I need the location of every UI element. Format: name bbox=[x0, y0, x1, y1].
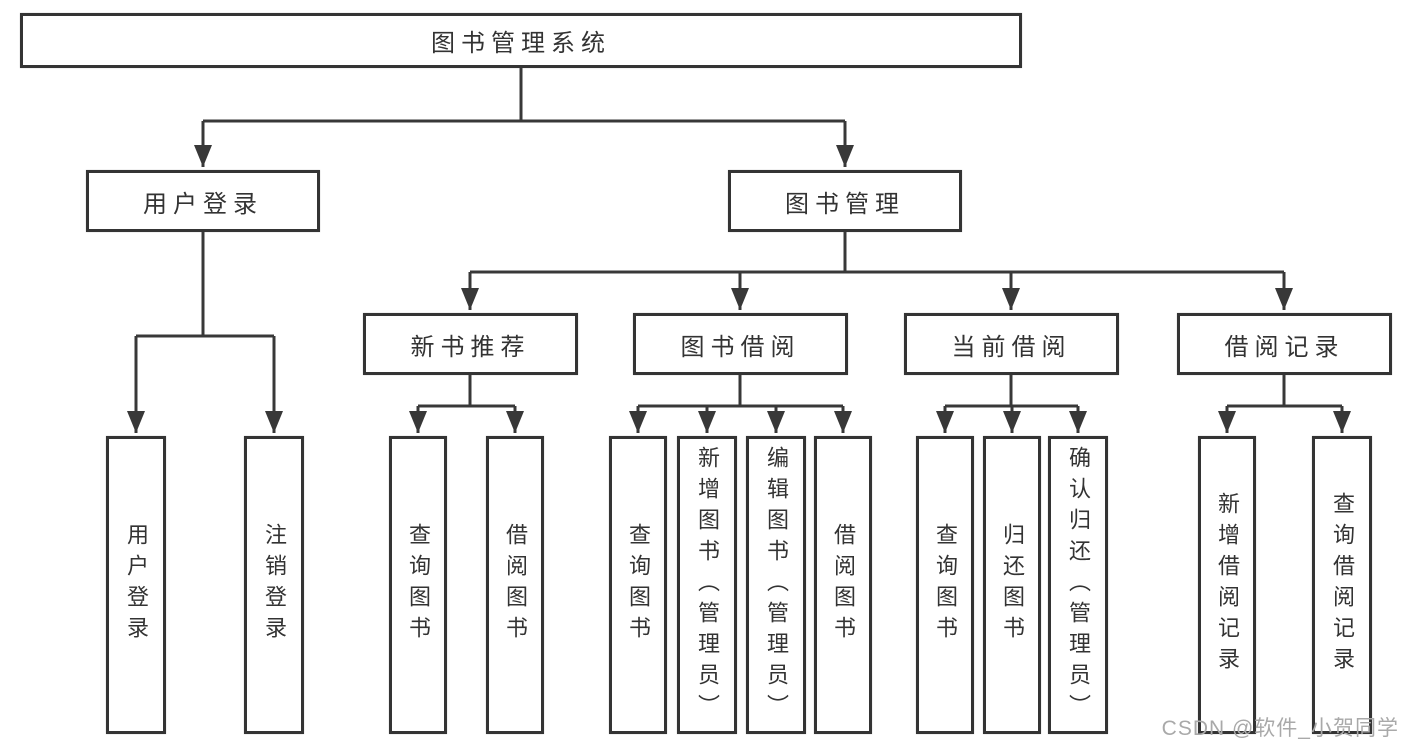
node-label: 编辑图书（管理员） bbox=[764, 445, 789, 725]
node-book-borrowing: 图书借阅 bbox=[633, 313, 848, 375]
node-label: 图书管理 bbox=[785, 190, 905, 218]
node-label: 借阅图书 bbox=[831, 523, 856, 647]
node-label: 新增图书（管理员） bbox=[695, 445, 720, 725]
node-leaf-query-books-borrow: 查询图书 bbox=[609, 436, 667, 734]
node-user-login: 用户登录 bbox=[86, 170, 320, 232]
node-leaf-logout: 注销登录 bbox=[244, 436, 304, 734]
node-label: 借阅图书 bbox=[503, 523, 528, 647]
node-label: 借阅记录 bbox=[1224, 333, 1345, 361]
node-leaf-query-borrow-record: 查询借阅记录 bbox=[1312, 436, 1372, 734]
node-label: 图书借阅 bbox=[680, 333, 801, 361]
node-label: 查询借阅记录 bbox=[1330, 492, 1355, 678]
node-label: 查询图书 bbox=[626, 523, 651, 647]
node-leaf-confirm-return-admin: 确认归还（管理员） bbox=[1048, 436, 1108, 734]
node-label: 确认归还（管理员） bbox=[1066, 445, 1091, 725]
node-leaf-query-books-recommend: 查询图书 bbox=[389, 436, 447, 734]
node-leaf-query-books-current: 查询图书 bbox=[916, 436, 974, 734]
node-new-book-recommendation: 新书推荐 bbox=[363, 313, 578, 375]
node-label: 新增借阅记录 bbox=[1215, 492, 1240, 678]
node-label: 用户登录 bbox=[143, 190, 263, 218]
node-leaf-add-borrow-record: 新增借阅记录 bbox=[1198, 436, 1256, 734]
node-label: 新书推荐 bbox=[410, 333, 531, 361]
node-leaf-user-login: 用户登录 bbox=[106, 436, 166, 734]
node-label: 图书管理系统 bbox=[431, 30, 611, 57]
node-label: 归还图书 bbox=[1000, 523, 1025, 647]
node-current-borrowing: 当前借阅 bbox=[904, 313, 1119, 375]
csdn-watermark: CSDN @软件_小贺同学 bbox=[1161, 717, 1399, 740]
node-leaf-return-book: 归还图书 bbox=[983, 436, 1041, 734]
node-leaf-add-book-admin: 新增图书（管理员） bbox=[677, 436, 737, 734]
node-label: 用户登录 bbox=[124, 523, 149, 647]
node-library-system: 图书管理系统 bbox=[20, 13, 1022, 68]
node-borrowing-records: 借阅记录 bbox=[1177, 313, 1392, 375]
node-label: 查询图书 bbox=[933, 523, 958, 647]
node-leaf-edit-book-admin: 编辑图书（管理员） bbox=[746, 436, 806, 734]
node-book-management: 图书管理 bbox=[728, 170, 962, 232]
node-leaf-borrow-books: 借阅图书 bbox=[814, 436, 872, 734]
node-label: 注销登录 bbox=[262, 523, 287, 647]
node-leaf-borrow-books-recommend: 借阅图书 bbox=[486, 436, 544, 734]
node-label: 查询图书 bbox=[406, 523, 431, 647]
node-label: 当前借阅 bbox=[951, 333, 1072, 361]
